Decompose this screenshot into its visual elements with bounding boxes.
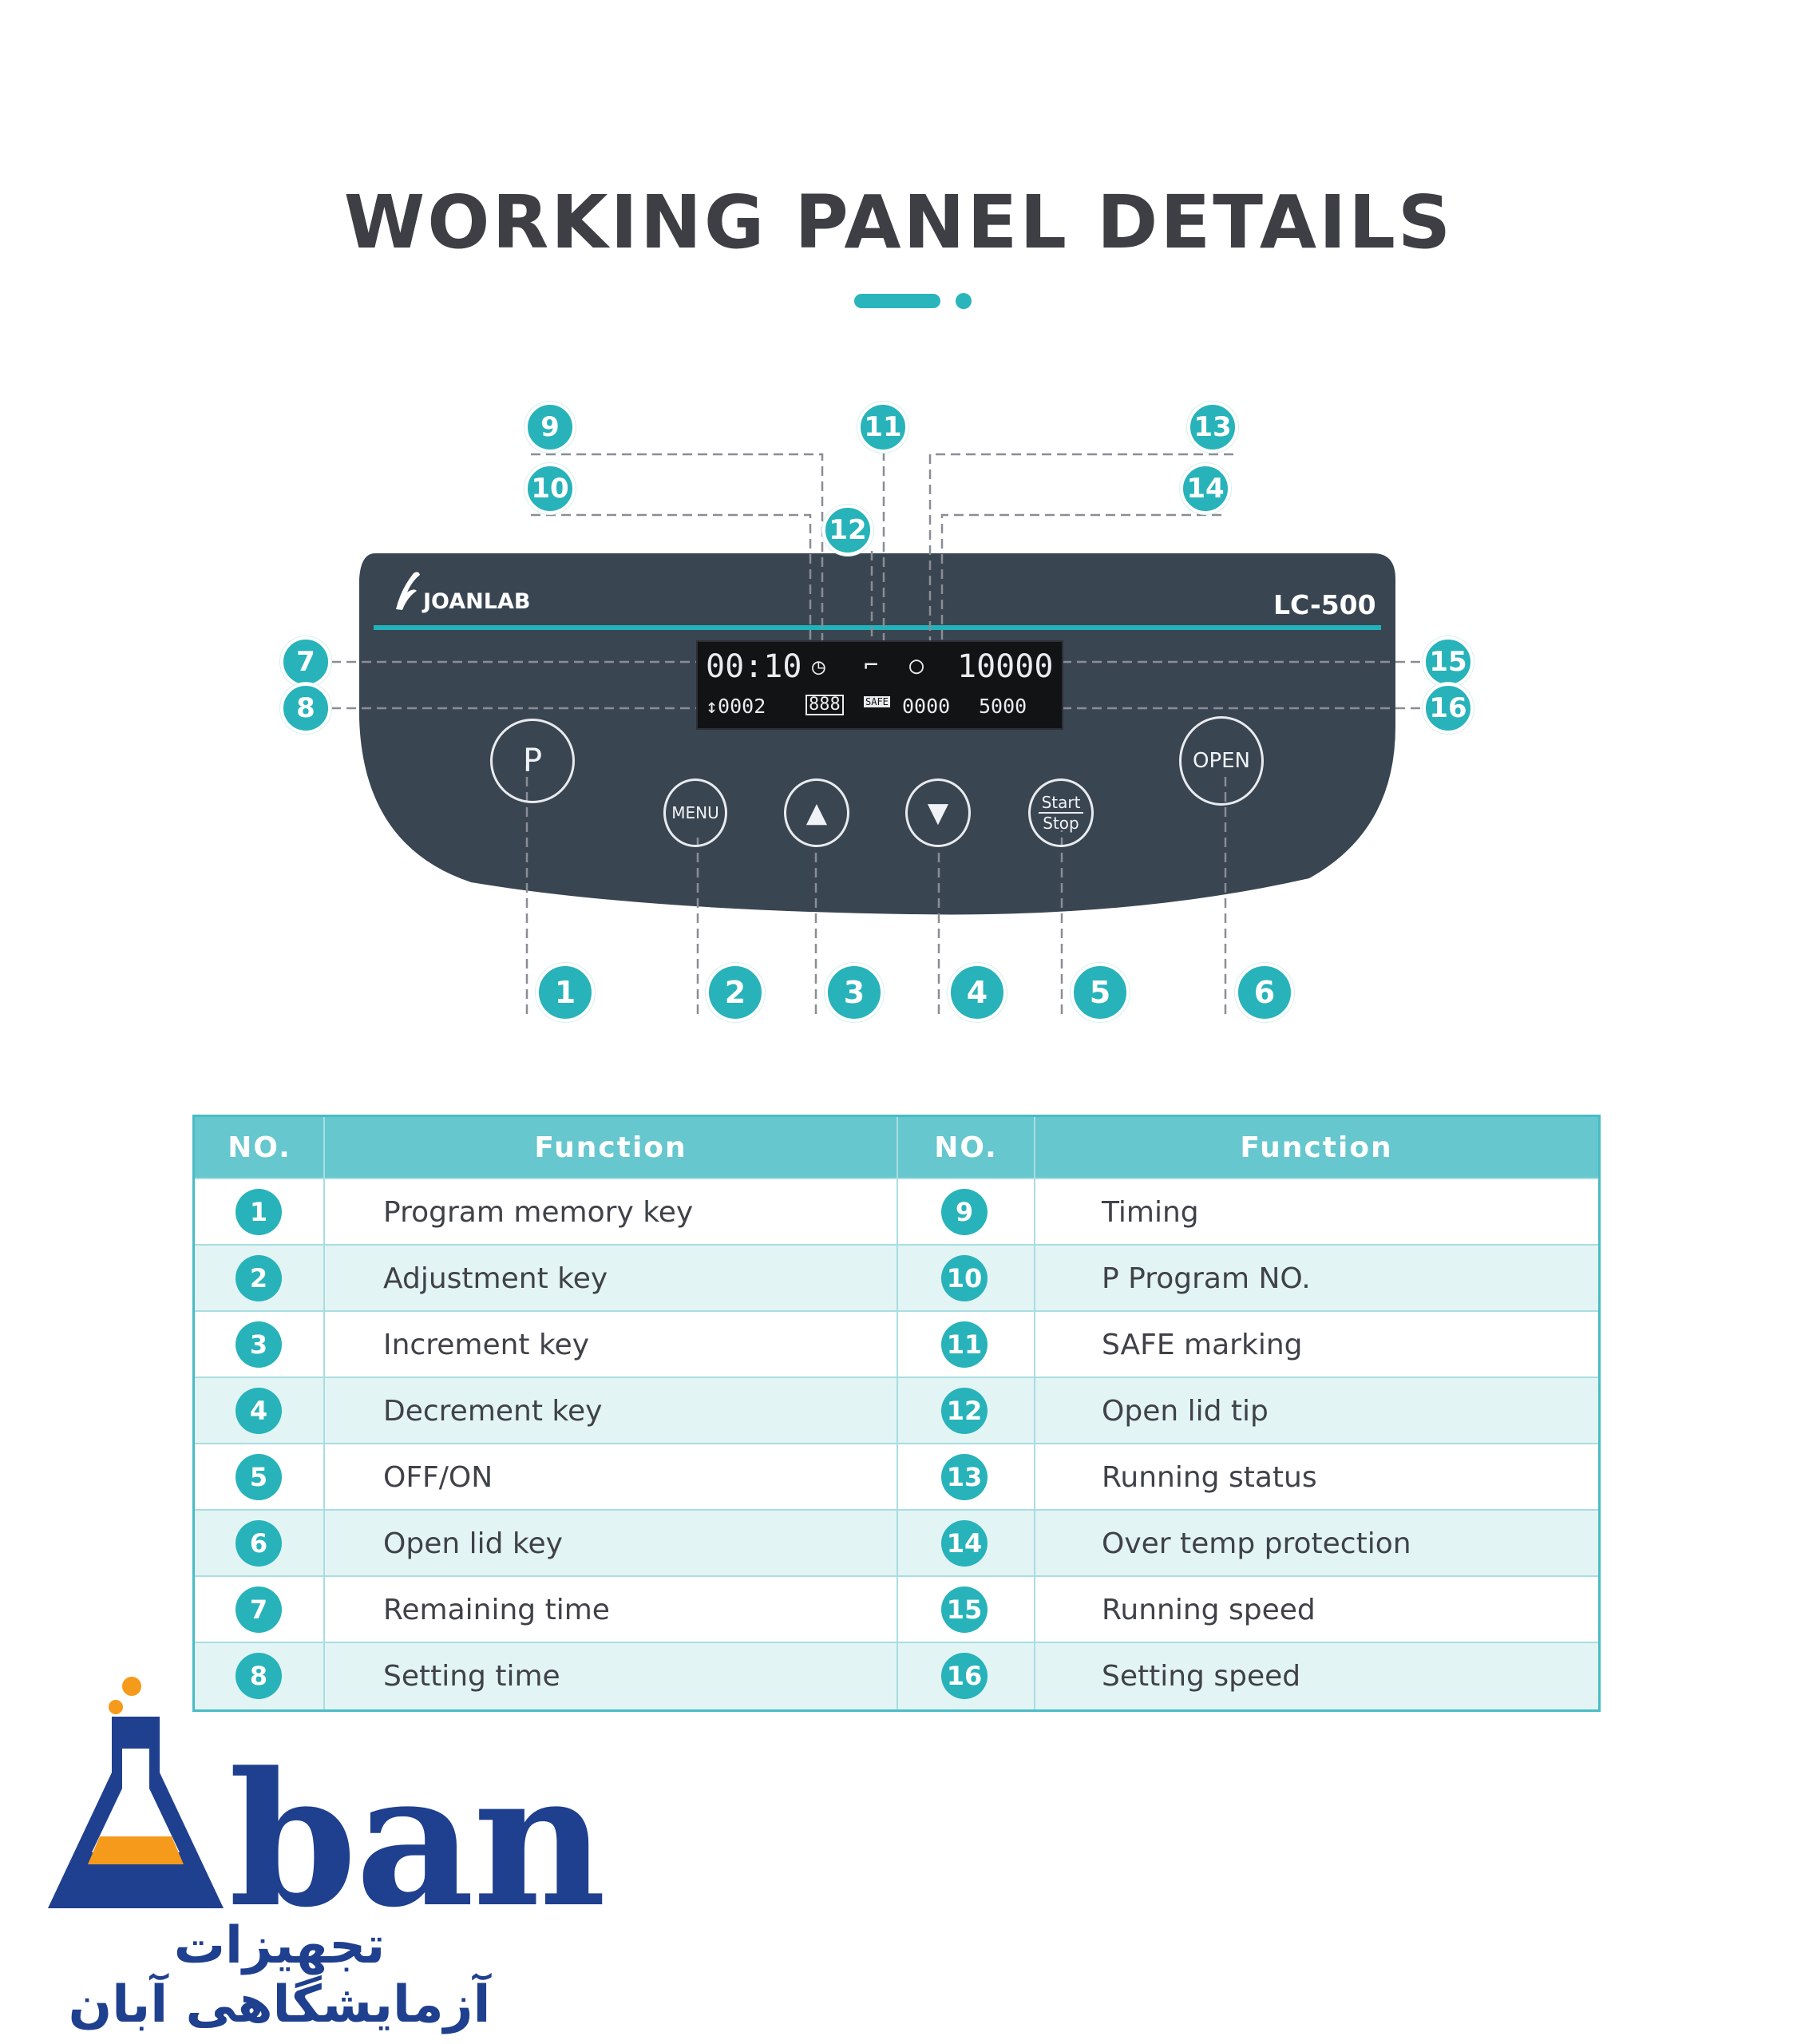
callout-14: 14 — [1180, 463, 1231, 514]
row-function-right: P Program NO. — [1102, 1262, 1311, 1295]
start-stop-button[interactable]: Start Stop — [1028, 778, 1094, 847]
callout-6: 6 — [1235, 963, 1294, 1022]
leader-lines — [331, 451, 1427, 1014]
panel-illustration — [331, 451, 1427, 1014]
row-function-right: Timing — [1102, 1196, 1199, 1229]
row-number-right: 10 — [941, 1255, 988, 1301]
model-name: LC-500 — [1273, 589, 1376, 620]
aban-logo-subtitle: تجهیزات آزمایشگاهی آبان — [68, 1916, 491, 2034]
callout-1: 1 — [536, 963, 595, 1022]
callout-3: 3 — [825, 963, 884, 1022]
brand-name: JOANLAB — [423, 589, 531, 614]
row-function-right: Over temp protection — [1102, 1527, 1411, 1560]
row-function-left: Adjustment key — [383, 1262, 608, 1295]
row-number-left: 1 — [236, 1189, 282, 1235]
title-underline — [854, 294, 940, 308]
stop-label: Stop — [1043, 814, 1079, 833]
callout-2: 2 — [706, 963, 765, 1022]
row-function-left: OFF/ON — [383, 1461, 493, 1494]
row-number-right: 11 — [941, 1321, 988, 1368]
lcd-remaining-time: 00:10 — [706, 648, 802, 685]
row-function-left: Increment key — [383, 1329, 589, 1361]
callout-5: 5 — [1071, 963, 1130, 1022]
open-lid-icon: ⌐ — [864, 652, 879, 679]
row-number-left: 5 — [236, 1454, 282, 1500]
timer-icon: ◷ — [812, 653, 825, 679]
title-underline-dot — [956, 293, 972, 309]
page-title: WORKING PANEL DETAILS — [343, 180, 1454, 265]
row-number-left: 7 — [236, 1586, 282, 1633]
row-function-right: Setting speed — [1102, 1660, 1301, 1693]
callout-8: 8 — [280, 683, 331, 734]
row-number-right: 12 — [941, 1388, 988, 1434]
row-function-left: Remaining time — [383, 1594, 610, 1626]
lcd-setting-time: ↕0002 — [706, 695, 766, 718]
p-button[interactable]: P — [490, 719, 575, 803]
callout-16: 16 — [1423, 683, 1474, 734]
row-number-right: 9 — [941, 1189, 988, 1235]
lcd-temperature: 0000 — [902, 695, 951, 718]
callout-10: 10 — [524, 463, 576, 514]
row-function-right: Open lid tip — [1102, 1395, 1269, 1428]
column-divider — [897, 1117, 898, 1709]
row-function-left: Open lid key — [383, 1527, 563, 1560]
lcd-running-speed: 10000 — [957, 648, 1054, 685]
callout-13: 13 — [1187, 402, 1238, 453]
callout-12: 12 — [822, 505, 873, 556]
row-number-left: 6 — [236, 1520, 282, 1567]
row-function-left: Program memory key — [383, 1196, 694, 1229]
callout-9: 9 — [524, 402, 576, 453]
row-number-right: 14 — [941, 1520, 988, 1567]
lcd-display: 00:10 ↕0002 ◷ 888 ⌐ SAFE ○ 0000 10000 50… — [696, 640, 1063, 730]
header-no-left: NO. — [228, 1131, 291, 1164]
start-label: Start — [1038, 793, 1084, 814]
callout-15: 15 — [1423, 636, 1474, 687]
column-divider — [1034, 1117, 1035, 1709]
header-function-right: Function — [1240, 1131, 1393, 1164]
safe-icon: SAFE — [864, 696, 890, 707]
row-function-right: Running status — [1102, 1461, 1317, 1494]
callout-11: 11 — [857, 402, 908, 453]
lcd-setting-speed: 5000 — [979, 695, 1027, 718]
row-number-left: 8 — [236, 1653, 282, 1699]
joanlab-logo-icon — [390, 565, 422, 613]
callout-7: 7 — [280, 636, 331, 687]
row-number-left: 4 — [236, 1388, 282, 1434]
header-no-right: NO. — [934, 1131, 998, 1164]
control-panel-body — [359, 553, 1395, 915]
function-table: NO. Function NO. Function 1 Program memor… — [192, 1115, 1601, 1712]
row-number-right: 15 — [941, 1586, 988, 1633]
row-function-left: Decrement key — [383, 1395, 603, 1428]
running-status-icon: ○ — [909, 652, 924, 679]
row-function-left: Setting time — [383, 1660, 560, 1693]
column-divider — [323, 1117, 325, 1709]
header-function-left: Function — [534, 1131, 687, 1164]
row-number-left: 2 — [236, 1255, 282, 1301]
aban-logo-icon — [48, 1677, 224, 1908]
row-number-right: 13 — [941, 1454, 988, 1500]
lcd-program-number: 888 — [805, 695, 844, 715]
menu-button[interactable]: MENU — [663, 778, 727, 847]
row-number-right: 16 — [941, 1653, 988, 1699]
table-row: 1 Program memory key 9 Timing — [195, 1178, 1598, 1246]
row-function-right: SAFE marking — [1102, 1329, 1303, 1361]
up-button[interactable]: ▲ — [784, 778, 849, 847]
callout-4: 4 — [948, 963, 1007, 1022]
row-number-left: 3 — [236, 1321, 282, 1368]
aban-logo-text: Aban — [228, 1733, 606, 1948]
open-button[interactable]: OPEN — [1179, 716, 1264, 806]
row-function-right: Running speed — [1102, 1594, 1316, 1626]
down-button[interactable]: ▼ — [905, 778, 971, 847]
